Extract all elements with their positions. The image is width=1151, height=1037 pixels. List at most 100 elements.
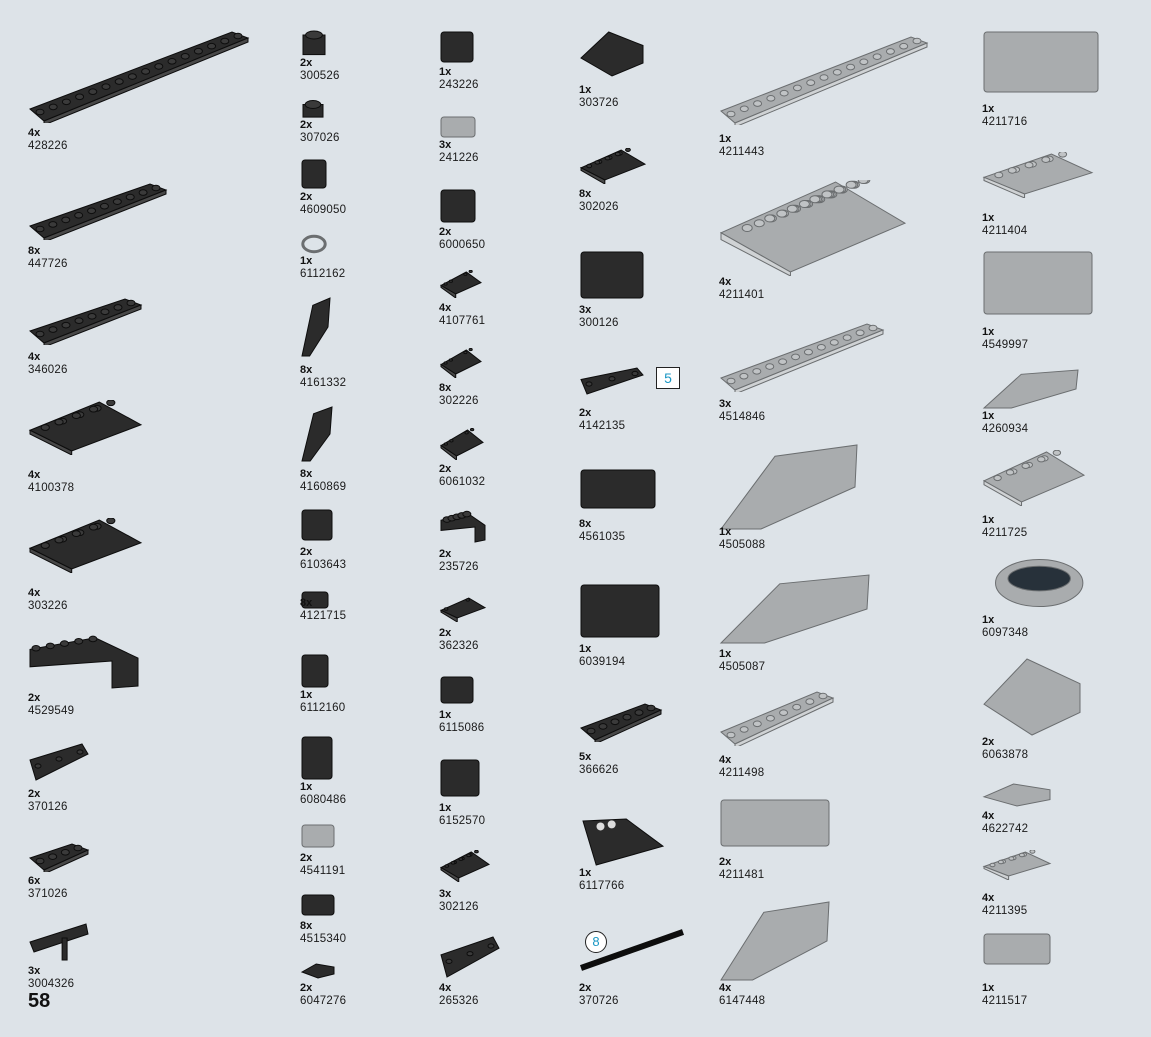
page-number: 58: [28, 990, 50, 1013]
part-id: 4561035: [579, 531, 625, 544]
stud: [886, 49, 894, 55]
stud: [777, 210, 787, 217]
part-quantity: 1x: [439, 709, 451, 721]
part-id: 4505087: [719, 661, 765, 674]
plate-rounded-part-image: [982, 450, 1086, 506]
part-quantity: 8x: [300, 468, 312, 480]
part-id: 4211517: [982, 995, 1027, 1008]
stud: [49, 104, 57, 110]
stud: [846, 181, 856, 188]
technic-long-part-image: [719, 33, 929, 125]
quarter-round-part-image: [982, 655, 1082, 737]
part-quantity: 4x: [719, 276, 731, 288]
stud: [595, 161, 600, 164]
part-id: 241226: [439, 152, 479, 165]
part-id: 6063878: [982, 749, 1028, 762]
stud: [75, 638, 83, 644]
part-id: 6000650: [439, 239, 485, 252]
part-quantity: 2x: [28, 788, 40, 800]
part-quantity: 4x: [28, 469, 40, 481]
stud: [72, 531, 80, 537]
stud: [113, 199, 121, 205]
stud: [36, 858, 44, 864]
plate-2x2-part-image: [439, 428, 485, 460]
stud: [467, 952, 473, 956]
part-id: 303226: [28, 600, 68, 613]
part-quantity: 3x: [439, 888, 451, 900]
part-quantity: 2x: [579, 982, 591, 994]
stud: [626, 148, 631, 151]
stud: [1042, 157, 1050, 163]
part-quantity: 1x: [439, 802, 451, 814]
stud: [36, 109, 44, 115]
curved-slope-part-image: [300, 960, 336, 980]
part-quantity: 4x: [982, 810, 994, 822]
wedge-right-part-image: [300, 405, 334, 463]
stud: [1009, 857, 1014, 861]
corner-brick-small-part-image: [439, 510, 487, 544]
stud: [647, 705, 655, 711]
plate-4x6-part-image: [982, 152, 1094, 198]
part-id: 6112162: [300, 268, 345, 281]
stud: [833, 69, 841, 75]
stud: [599, 724, 607, 730]
stud: [609, 377, 615, 381]
stud: [168, 59, 176, 65]
stud: [89, 636, 97, 642]
technic-beam-part-image: [579, 366, 645, 396]
stud: [126, 194, 134, 200]
stud: [847, 64, 855, 70]
stud: [740, 727, 748, 733]
part-quantity: 2x: [300, 982, 312, 994]
long-plate-part-image: [28, 28, 250, 123]
part-quantity: 2x: [300, 57, 312, 69]
part-id: 346026: [28, 364, 68, 377]
stud: [623, 714, 631, 720]
stud: [727, 378, 735, 384]
part-quantity: 8x: [579, 188, 591, 200]
stud: [444, 362, 447, 364]
stud: [107, 518, 115, 524]
part-quantity: 2x: [300, 119, 312, 131]
stud: [819, 693, 827, 699]
stud: [55, 537, 63, 543]
long-plate-part-image: [28, 180, 168, 240]
part-id: 4515340: [300, 933, 346, 946]
stud: [89, 406, 97, 412]
stud: [806, 699, 814, 705]
part-quantity: 4x: [982, 892, 994, 904]
stud: [856, 330, 864, 336]
stud: [221, 38, 229, 44]
stud: [75, 318, 83, 324]
stud: [767, 96, 775, 102]
stud: [41, 425, 49, 431]
part-id: 6112160: [300, 702, 345, 715]
stud: [128, 74, 136, 80]
stud: [632, 371, 638, 375]
part-quantity: 2x: [300, 852, 312, 864]
part-quantity: 2x: [28, 692, 40, 704]
stud: [194, 48, 202, 54]
stud: [873, 54, 881, 60]
stud: [799, 201, 809, 208]
part-quantity: 1x: [579, 84, 591, 96]
stud: [727, 732, 735, 738]
stud: [1006, 470, 1013, 475]
slope-part-image: [579, 28, 645, 78]
stud: [753, 369, 761, 375]
wedge-left-part-image: [300, 296, 332, 358]
stud: [155, 64, 163, 70]
part-quantity: 1x: [982, 326, 994, 338]
part-id: 4211498: [719, 767, 764, 780]
stud: [100, 203, 108, 209]
part-id: 4505088: [719, 539, 765, 552]
stud: [76, 94, 84, 100]
hinge-plate-part-image: [982, 250, 1094, 316]
part-id: 4211401: [719, 289, 764, 302]
stud: [1059, 152, 1067, 157]
part-quantity: 2x: [439, 226, 451, 238]
part-quantity: 6x: [28, 875, 40, 887]
stud: [49, 854, 57, 860]
stud: [793, 704, 801, 710]
part-id: 303726: [579, 97, 619, 110]
